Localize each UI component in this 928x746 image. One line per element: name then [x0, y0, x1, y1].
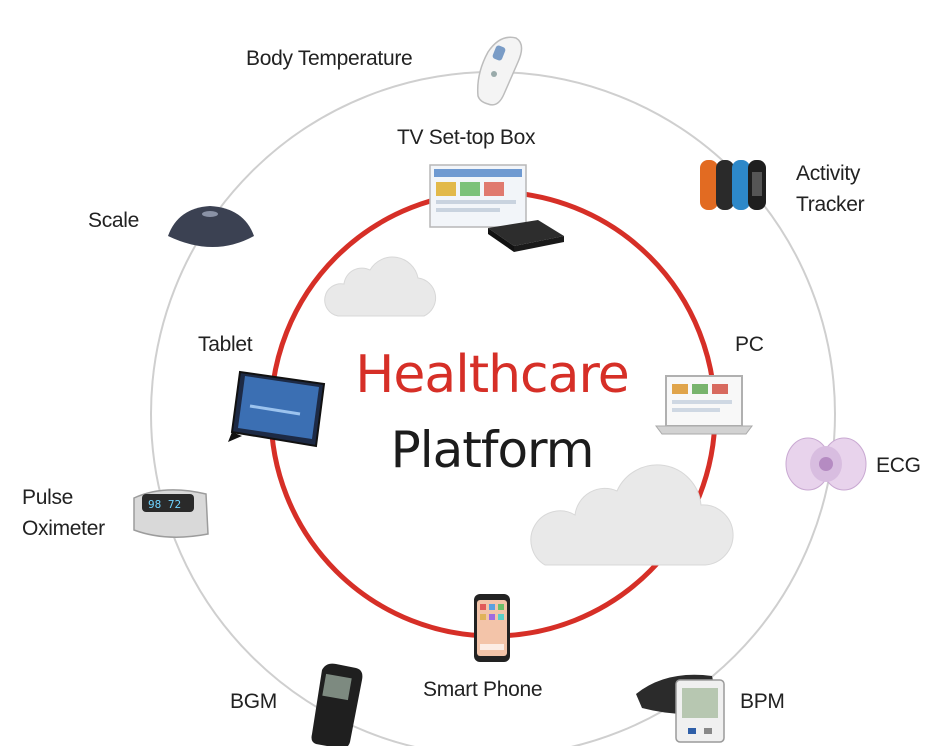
tv-screen-icon [429, 164, 527, 228]
glucose-meter-icon [311, 663, 363, 746]
label-activity-tracker-line2: Tracker [796, 193, 865, 216]
settop-box-icon [488, 220, 564, 252]
label-pulse-oximeter-line2: Oximeter [22, 517, 105, 540]
cloud-icon [530, 464, 734, 566]
svg-text:98 72: 98 72 [148, 498, 181, 511]
label-bpm: BPM [740, 690, 785, 713]
title-platform: Platform [390, 421, 595, 479]
blood-pressure-monitor-icon [636, 674, 725, 743]
scale-icon [168, 206, 254, 247]
label-activity-tracker-line1: Activity [796, 162, 861, 185]
thermometer-icon [476, 36, 523, 106]
pulse-oximeter-icon: 98 72 [133, 489, 209, 538]
label-ecg: ECG [876, 454, 921, 477]
label-tv-settop-box: TV Set-top Box [397, 126, 536, 149]
activity-tracker-icon [700, 160, 766, 210]
ecg-patch-icon [785, 437, 867, 491]
cloud-icon [324, 256, 437, 317]
tablet-icon [228, 370, 326, 448]
title-healthcare: Healthcare [355, 345, 629, 405]
label-pc: PC [735, 333, 764, 356]
label-pulse-oximeter-line1: Pulse [22, 486, 74, 509]
label-smart-phone: Smart Phone [423, 678, 543, 701]
inner-ring [268, 189, 718, 639]
label-tablet: Tablet [198, 333, 253, 356]
smartphone-icon [474, 594, 510, 662]
label-bgm: BGM [230, 690, 277, 713]
label-body-temperature: Body Temperature [246, 47, 413, 70]
label-scale: Scale [88, 209, 140, 232]
laptop-icon [655, 375, 753, 435]
